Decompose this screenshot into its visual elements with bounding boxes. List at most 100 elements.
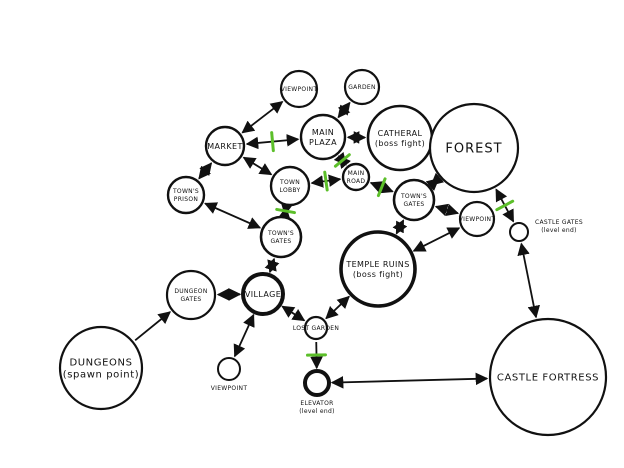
node-circle: [509, 222, 529, 242]
node-label: LOST GARDEN: [293, 325, 339, 332]
node-label: GATES: [403, 201, 424, 208]
node-market: MARKET: [204, 125, 246, 167]
node-label: ROAD: [347, 178, 366, 185]
node-label: TOWN'S: [172, 188, 199, 195]
lock-marker: [275, 207, 296, 215]
node-circle: [392, 178, 436, 222]
lock-marker: [376, 177, 387, 198]
node-label: TEMPLE RUINS: [345, 260, 409, 269]
node-label: GARDEN: [348, 84, 376, 91]
node-label: (boss fight): [353, 270, 403, 279]
node-label: CASTLE FORTRESS: [497, 373, 599, 384]
edge-towns-gates-right-to-temple-ruins: [392, 219, 408, 235]
node-dungeons: DUNGEONS(spawn point): [58, 325, 144, 411]
node-label: GATES: [270, 238, 291, 245]
edge-viewpoint-right-to-temple-ruins: [412, 227, 461, 252]
node-village: VILLAGE: [241, 272, 285, 316]
node-circle: [488, 317, 608, 437]
edge-village-to-lost-garden: [281, 305, 306, 322]
node-label: MAIN: [348, 170, 365, 177]
node-label: TOWN: [279, 179, 300, 186]
node-circle: [303, 369, 331, 397]
node-temple-ruins: TEMPLE RUINS(boss fight): [339, 230, 417, 308]
lock-marker: [333, 153, 351, 168]
node-label: PLAZA: [309, 138, 337, 147]
node-label: (level end): [541, 227, 576, 234]
node-circle: [299, 113, 347, 161]
node-garden: GARDEN: [343, 68, 381, 106]
edge-lost-garden-to-temple-ruins: [325, 295, 350, 320]
node-circle: [343, 68, 381, 106]
node-viewpoint-right: VIEWPOINT: [458, 200, 496, 238]
node-circle: [166, 175, 206, 215]
edge-dungeons-to-dungeon-gates: [134, 311, 172, 341]
node-label: TOWN'S: [400, 193, 427, 200]
node-label: (boss fight): [375, 139, 425, 148]
node-circle: [165, 269, 217, 321]
edge-main-plaza-to-garden: [337, 101, 351, 119]
node-circle: [204, 125, 246, 167]
edge-towns-gates-right-to-viewpoint-right: [434, 203, 460, 216]
node-label: VIEWPOINT: [211, 385, 248, 392]
node-label: VIEWPOINT: [459, 216, 496, 223]
node-label: CATHERAL: [378, 129, 423, 138]
node-circle: [269, 165, 311, 207]
edge-market-to-town-lobby: [242, 156, 273, 176]
locks-layer: [270, 131, 515, 357]
node-label: VILLAGE: [245, 290, 281, 299]
node-label: DUNGEON: [174, 288, 207, 295]
edge-towns-prison-to-towns-gates-left: [204, 202, 262, 229]
lock-marker: [270, 131, 275, 153]
edge-towns-gates-left-to-village: [264, 257, 280, 274]
node-label: GATES: [180, 296, 201, 303]
node-circle: [428, 102, 520, 194]
lock-marker: [495, 199, 515, 212]
node-label: CASTLE GATES: [535, 219, 583, 226]
edge-market-to-towns-prison: [198, 162, 213, 180]
node-circle: [279, 69, 319, 109]
node-circle: [241, 272, 285, 316]
edge-village-to-viewpoint-bottom: [233, 313, 255, 358]
node-circle: [341, 162, 371, 192]
node-label: VIEWPOINT: [281, 86, 318, 93]
edge-market-to-viewpoint-top: [241, 101, 284, 134]
node-circle: [58, 325, 144, 411]
node-circle: [458, 200, 496, 238]
node-circle: [339, 230, 417, 308]
lock-marker: [323, 170, 329, 192]
edge-elevator-to-castle-fortress: [330, 372, 489, 389]
node-forest: FOREST: [428, 102, 520, 194]
edge-towns-gates-right-to-forest: [425, 172, 445, 191]
node-label: FOREST: [445, 142, 502, 157]
node-circle: [217, 357, 241, 381]
node-label: MARKET: [207, 142, 243, 151]
node-label: DUNGEONS: [69, 358, 132, 369]
node-label: ELEVATOR: [300, 400, 333, 407]
node-label: (level end): [299, 408, 334, 415]
edge-castle-gates-to-castle-fortress: [517, 242, 540, 319]
node-label: LOBBY: [280, 187, 301, 194]
node-viewpoint-bottom: VIEWPOINT: [211, 357, 248, 392]
node-catheral: CATHERAL(boss fight): [366, 104, 434, 172]
node-label: MAIN: [312, 128, 334, 137]
node-viewpoint-top: VIEWPOINT: [279, 69, 319, 109]
node-lost-garden: LOST GARDEN: [293, 315, 339, 341]
node-label: PRISON: [174, 196, 198, 203]
node-castle-gates: CASTLE GATES(level end): [509, 219, 583, 242]
node-label: (spawn point): [63, 370, 140, 381]
node-circle: [259, 215, 303, 259]
node-circle: [303, 315, 329, 341]
edges-layer: [134, 101, 540, 389]
node-castle-fortress: CASTLE FORTRESS: [488, 317, 608, 437]
node-elevator: ELEVATOR(level end): [299, 369, 334, 415]
node-label: TOWN'S: [267, 230, 294, 237]
